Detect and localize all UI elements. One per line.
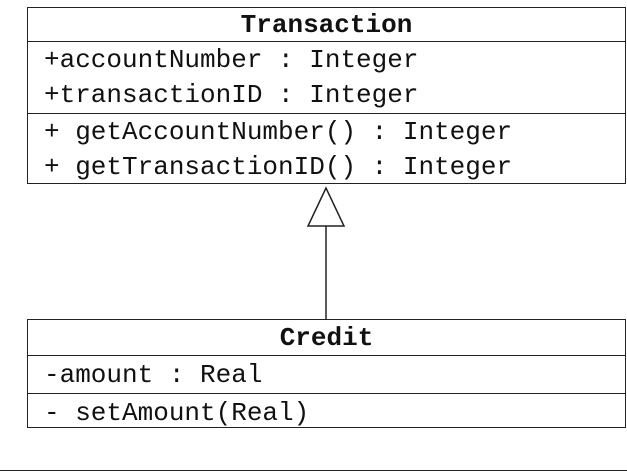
credit-operation: - setAmount(Real) [44,398,310,428]
credit-attribute: -amount : Real [44,360,263,390]
transaction-operation: + getAccountNumber() : Integer [44,117,513,147]
credit-class-box: Credit -amount : Real - setAmount(Real) [27,319,626,428]
transaction-attributes-section: +accountNumber : Integer +transactionID … [28,42,625,114]
credit-operations-section: - setAmount(Real) [28,394,625,431]
transaction-operation: + getTransactionID() : Integer [44,152,513,182]
bottom-divider [0,470,627,471]
credit-attributes-section: -amount : Real [28,356,625,394]
transaction-operations-section: + getAccountNumber() : Integer + getTran… [28,114,625,185]
transaction-attribute: +transactionID : Integer [44,80,419,110]
transaction-attribute: +accountNumber : Integer [44,45,419,75]
credit-class-name: Credit [28,320,625,356]
transaction-class-name: Transaction [28,8,625,42]
transaction-class-box: Transaction +accountNumber : Integer +tr… [27,7,626,184]
generalization-arrowhead [306,186,346,227]
